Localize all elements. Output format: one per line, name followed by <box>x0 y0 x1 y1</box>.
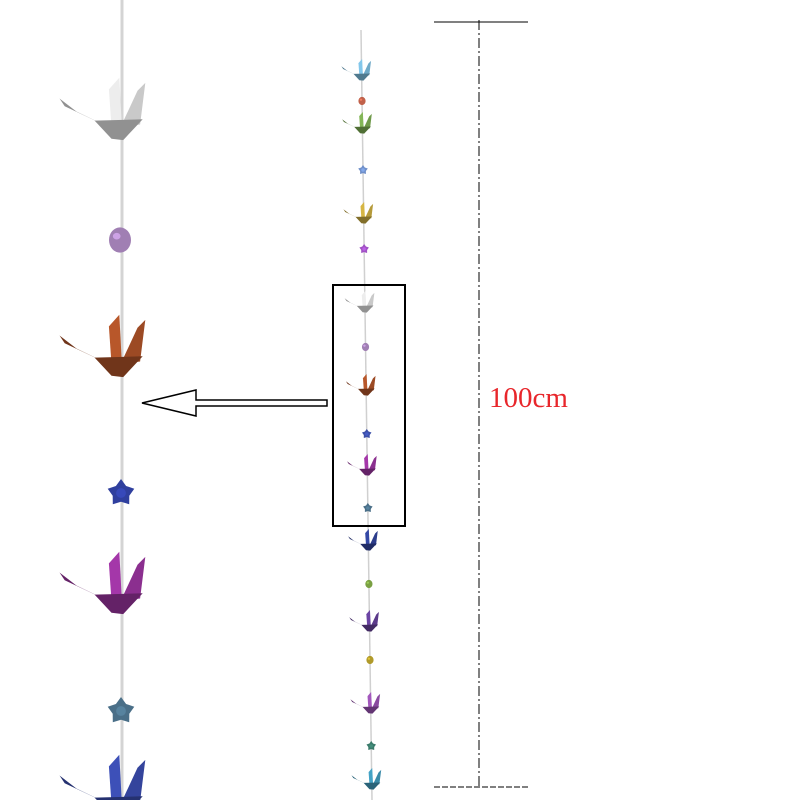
paper-crane <box>347 454 377 476</box>
bead <box>109 227 131 253</box>
lucky-star <box>359 244 369 253</box>
paper-crane <box>59 77 146 141</box>
garland-string <box>360 29 373 800</box>
lucky-star <box>366 741 376 750</box>
highlight-box <box>332 284 406 527</box>
paper-crane <box>345 374 376 396</box>
paper-crane <box>342 112 372 134</box>
paper-crane <box>348 529 378 551</box>
garland-ornaments <box>341 59 382 790</box>
paper-crane <box>343 202 374 224</box>
bead <box>361 342 370 352</box>
paper-crane <box>341 59 372 81</box>
paper-crane <box>350 692 381 714</box>
zoomed-ornaments <box>59 77 146 800</box>
paper-crane <box>349 610 379 632</box>
bead <box>366 655 374 665</box>
bead <box>365 579 373 589</box>
paper-crane <box>59 314 146 378</box>
paper-crane <box>344 291 375 313</box>
paper-crane <box>59 551 146 615</box>
lucky-star <box>363 503 373 512</box>
lucky-star <box>107 479 135 505</box>
paper-crane <box>351 768 382 790</box>
paper-crane <box>59 754 146 800</box>
lucky-star <box>362 429 372 438</box>
bead <box>358 96 366 106</box>
left-arrow <box>141 389 328 417</box>
length-label: 100cm <box>489 382 568 414</box>
lucky-star <box>358 165 368 174</box>
measurement-guide <box>434 20 530 789</box>
lucky-star <box>107 697 135 723</box>
